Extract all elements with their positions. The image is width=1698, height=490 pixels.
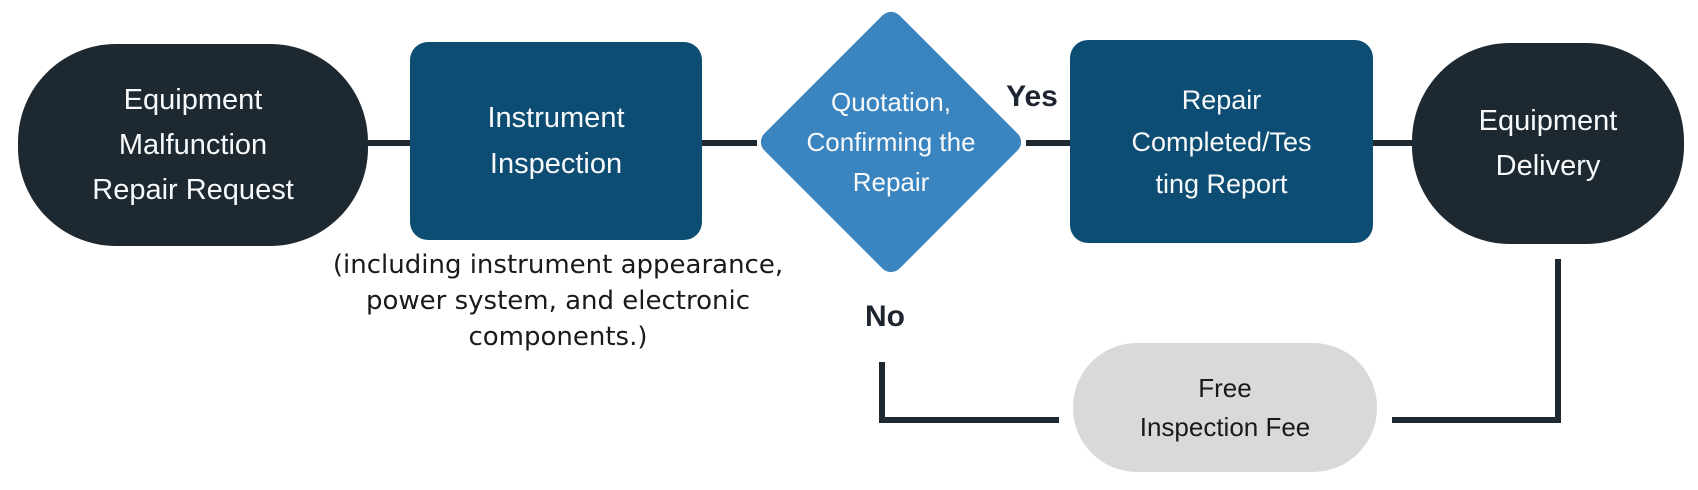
- yes-label: Yes: [1006, 80, 1058, 113]
- node-label-line: Delivery: [1495, 149, 1601, 182]
- note-line: components.): [468, 322, 648, 352]
- decision-diamond-shape: [760, 11, 1022, 273]
- no-label: No: [865, 300, 905, 333]
- node-instrument-inspection: Instrument Inspection: [410, 42, 702, 240]
- node-label-line: Completed/Tes: [1131, 126, 1312, 157]
- node-label-line: Inspection: [489, 148, 623, 180]
- inspection-note: (including instrument appearance, power …: [323, 247, 793, 355]
- node-label-line: Repair Request: [92, 173, 294, 206]
- connector-no-horizontal: [879, 417, 1059, 423]
- node-label-line: Quotation,: [831, 87, 951, 117]
- node-label-line: Repair: [1181, 84, 1262, 115]
- connector-no-vertical: [879, 362, 885, 423]
- connector-delivery-vertical: [1555, 259, 1561, 423]
- node-label-line: Confirming the: [806, 127, 976, 157]
- connector-fee-delivery-horizontal: [1392, 417, 1561, 423]
- connector-request-inspection: [368, 140, 410, 146]
- node-label-line: Inspection Fee: [1139, 411, 1311, 442]
- note-line: power system, and electronic: [365, 286, 751, 316]
- node-equipment-malfunction-repair-request: Equipment Malfunction Repair Request: [18, 44, 368, 246]
- node-equipment-delivery: Equipment Delivery: [1412, 43, 1684, 244]
- connector-report-delivery: [1373, 140, 1412, 146]
- node-label-line: Equipment: [123, 83, 263, 116]
- node-label-line: Free: [1198, 372, 1252, 403]
- node-label-line: Malfunction: [118, 128, 268, 161]
- node-label-line: Repair: [852, 167, 930, 197]
- node-label-line: Instrument: [487, 102, 625, 134]
- note-line: (including instrument appearance,: [332, 250, 784, 280]
- connector-decision-report-yes: [1026, 140, 1070, 146]
- node-free-inspection-fee: Free Inspection Fee: [1073, 343, 1377, 472]
- node-repair-completed-testing-report: Repair Completed/Tes ting Report: [1070, 40, 1373, 243]
- node-label-line: Equipment: [1478, 104, 1618, 137]
- node-label-line: ting Report: [1155, 168, 1288, 199]
- connector-inspection-decision: [701, 140, 757, 146]
- node-quotation-confirming-repair: Quotation, Confirming the Repair: [766, 82, 1016, 202]
